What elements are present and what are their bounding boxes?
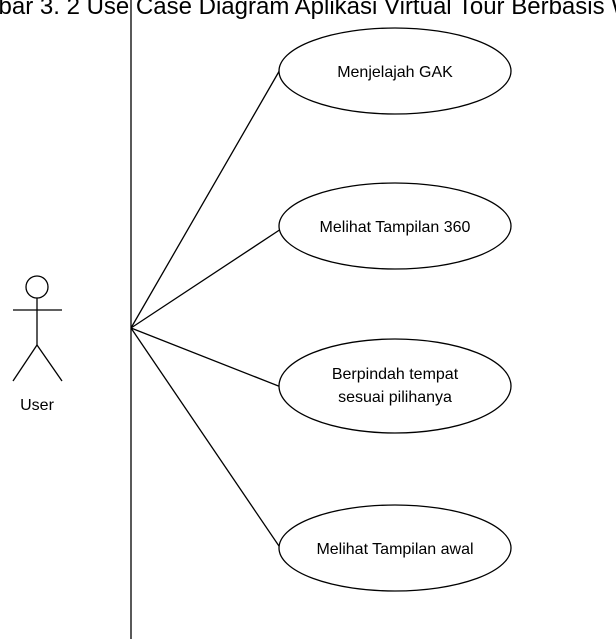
use-case-ellipse [278,27,512,115]
use-case-label: Melihat Tampilan 360 [320,219,471,236]
use-case-label: Menjelajah GAK [337,64,453,81]
use-case-label-line-1: Berpindah tempat [332,366,459,383]
actor-user: User [12,275,63,414]
association-line-4 [130,327,282,550]
actor-right-leg [36,344,63,382]
use-case-label-line-2: sesuai pilihanya [338,389,452,406]
actor-left-leg [12,344,38,382]
association-line-1 [130,67,282,329]
actor-head [25,275,49,299]
use-case-melihat-360: Melihat Tampilan 360 [278,182,512,270]
actor-label: User [20,397,54,414]
use-case-melihat-awal: Melihat Tampilan awal [278,504,512,592]
use-case-label: Melihat Tampilan awal [316,541,473,558]
use-case-menjelajah: Menjelajah GAK [278,27,512,115]
use-case-ellipse [278,504,512,592]
diagram-title: gambar 3. 2 Use Case Diagram Aplikasi Vi… [0,0,616,20]
association-line-3 [130,327,282,388]
use-case-berpindah-tempat: Berpindah tempat sesuai pilihanya [278,338,512,434]
association-line-2 [130,228,282,329]
use-case-ellipse [278,182,512,270]
use-case-ellipse [278,338,512,434]
